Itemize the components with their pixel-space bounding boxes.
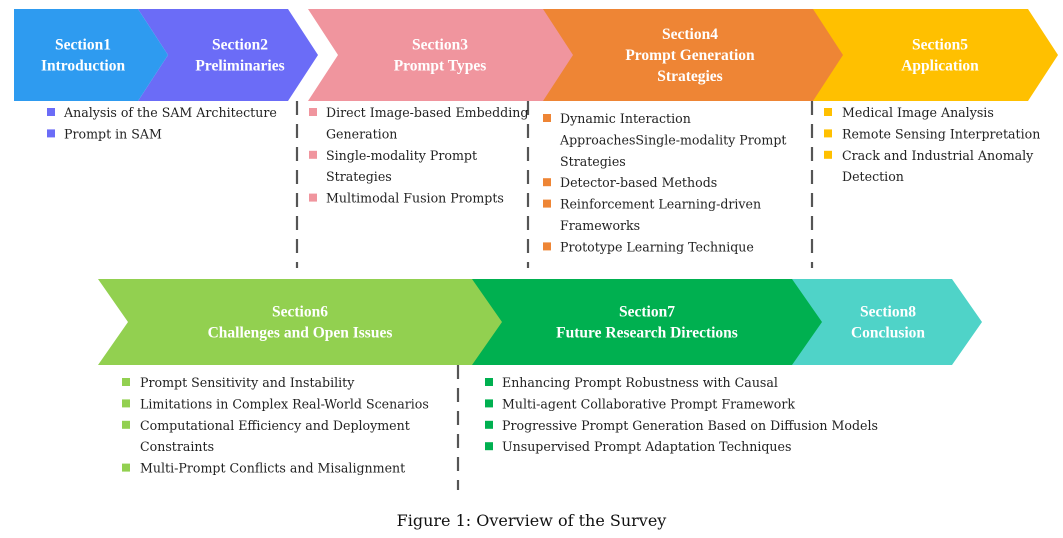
section1-bullet-marker xyxy=(47,108,55,116)
section4-list-item: ApproachesSingle-modality Prompt xyxy=(559,132,786,147)
section2-title-line: Section2 xyxy=(212,37,268,54)
section6-list-item: Constraints xyxy=(140,439,214,454)
section4-list-item: Reinforcement Learning-driven xyxy=(560,197,761,212)
figure-caption: Figure 1: Overview of the Survey xyxy=(396,511,667,530)
section3-list-item: Multimodal Fusion Prompts xyxy=(326,191,504,206)
section6-bullet-marker xyxy=(122,399,130,408)
section2-arrow xyxy=(138,9,318,101)
section1-title-line: Section1 xyxy=(55,37,111,54)
section7-list-item: Enhancing Prompt Robustness with Causal xyxy=(502,375,778,390)
section6-bullet-marker xyxy=(122,420,130,429)
section3-bullet-marker xyxy=(309,193,317,202)
section7-title-line: Future Research Directions xyxy=(556,325,738,342)
section5-bullet-marker xyxy=(824,129,832,138)
section7-bullet-marker xyxy=(485,442,493,451)
section4-bullet-marker xyxy=(543,114,551,122)
section3-list-item: Strategies xyxy=(326,169,392,184)
section2-title-line: Preliminaries xyxy=(195,58,284,75)
section4-bullet-marker xyxy=(543,199,551,208)
section4-title-line: Section4 xyxy=(662,26,718,43)
section5-list-item: Medical Image Analysis xyxy=(842,105,994,120)
section8-title-line: Conclusion xyxy=(851,325,925,342)
section7-title-line: Section7 xyxy=(619,304,675,321)
section8-title-line: Section8 xyxy=(860,304,916,321)
section4-title-line: Prompt Generation xyxy=(625,47,755,64)
section1-list-item: Analysis of the SAM Architecture xyxy=(63,105,277,120)
section5-bullet-marker xyxy=(824,108,832,116)
section7-list-item: Progressive Prompt Generation Based on D… xyxy=(502,418,878,433)
section1-title-line: Introduction xyxy=(41,58,126,75)
section7-list-item: Unsupervised Prompt Adaptation Technique… xyxy=(502,439,791,454)
section4-title-line: Strategies xyxy=(657,68,722,85)
section3-title-line: Section3 xyxy=(412,37,468,54)
section7-list-item: Multi-agent Collaborative Prompt Framewo… xyxy=(502,396,795,411)
section6-title-line: Section6 xyxy=(272,304,328,321)
section4-list-item: Prototype Learning Technique xyxy=(560,239,754,254)
section1-bullet-marker xyxy=(47,129,55,138)
section5-list-item: Remote Sensing Interpretation xyxy=(842,126,1040,141)
section3-title-line: Prompt Types xyxy=(394,58,487,75)
section5-bullet-marker xyxy=(824,150,832,159)
section3-arrow xyxy=(308,9,573,101)
section6-title-line: Challenges and Open Issues xyxy=(208,325,393,342)
section5-list-item: Crack and Industrial Anomaly xyxy=(842,148,1034,163)
section6-arrow xyxy=(98,279,502,365)
section4-bullet-marker xyxy=(543,242,551,251)
section3-list-item: Single-modality Prompt xyxy=(326,148,477,163)
section4-list-item: Strategies xyxy=(560,154,626,169)
section1-list-item: Prompt in SAM xyxy=(64,126,162,141)
section7-bullet-marker xyxy=(485,378,493,386)
section5-title-line: Application xyxy=(901,58,979,75)
section4-list-item: Dynamic Interaction xyxy=(560,111,691,126)
section4-list-item: Detector-based Methods xyxy=(560,175,717,190)
section3-bullet-marker xyxy=(309,108,317,116)
section6-list-item: Computational Efficiency and Deployment xyxy=(140,418,410,433)
section4-arrow xyxy=(540,9,843,101)
section4-bullet-marker xyxy=(543,178,551,187)
section7-bullet-marker xyxy=(485,399,493,408)
section1-arrow xyxy=(14,9,168,101)
section8-arrow xyxy=(790,279,982,365)
section6-bullet-marker xyxy=(122,378,130,386)
section6-list-item: Limitations in Complex Real-World Scenar… xyxy=(140,396,429,411)
section7-arrow xyxy=(470,279,822,365)
section6-list-item: Prompt Sensitivity and Instability xyxy=(140,375,355,390)
section7-bullet-marker xyxy=(485,420,493,429)
section3-list-item: Generation xyxy=(326,126,397,141)
section3-bullet-marker xyxy=(309,150,317,159)
section6-bullet-marker xyxy=(122,463,130,472)
section5-list-item: Detection xyxy=(842,169,904,184)
section5-arrow xyxy=(808,9,1058,101)
section6-list-item: Multi-Prompt Conflicts and Misalignment xyxy=(140,461,405,476)
section4-list-item: Frameworks xyxy=(560,218,640,233)
section5-title-line: Section5 xyxy=(912,37,968,54)
section3-list-item: Direct Image-based Embedding xyxy=(326,105,528,120)
